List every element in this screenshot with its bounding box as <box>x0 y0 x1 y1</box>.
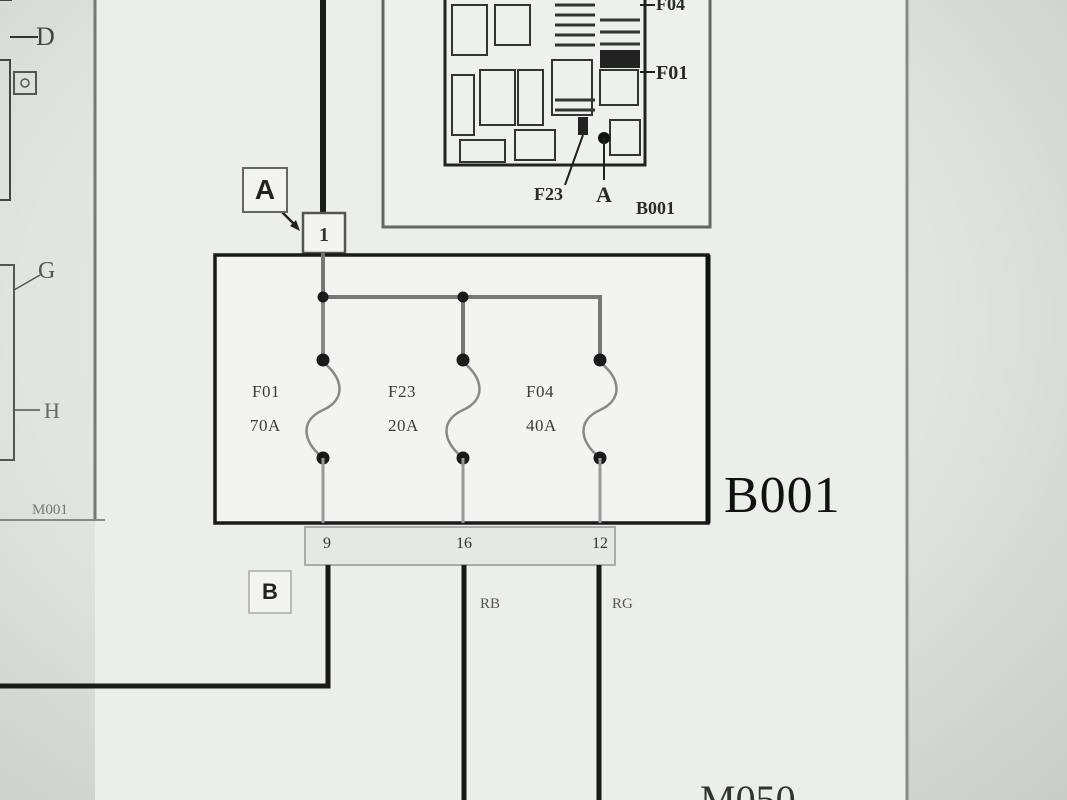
fuse-rating-f23: 20A <box>388 416 419 435</box>
fuse-rating-f01: 70A <box>250 416 281 435</box>
fuse-name-f23: F23 <box>388 382 416 401</box>
internal-bus <box>321 253 602 360</box>
fusebox-inset <box>381 0 712 229</box>
inset-callout-f04: F04 <box>656 0 685 14</box>
module-m001 <box>0 0 105 521</box>
pin-label-g: G <box>38 258 56 284</box>
fuse-symbols <box>305 361 618 459</box>
output-pin-16: 16 <box>456 535 472 552</box>
output-pin-9: 9 <box>323 535 331 552</box>
output-pin-strip <box>304 526 616 566</box>
fuse-name-f04: F04 <box>526 382 554 401</box>
wire-pin-9 <box>0 565 331 689</box>
component-id-label: B001 <box>724 467 841 524</box>
marker-b: B <box>248 570 292 614</box>
fuse-terminals <box>316 291 607 465</box>
inset-id-label: B001 <box>636 198 676 218</box>
inset-callout-a: A <box>596 182 612 207</box>
wire-color-rb: RB <box>480 596 501 612</box>
pin-label-h: H <box>44 398 60 423</box>
inset-callout-f01: F01 <box>656 62 689 84</box>
fuse-rating-f04: 40A <box>526 416 557 435</box>
connector-pin-1 <box>301 211 347 255</box>
input-pin-number: 1 <box>319 224 329 246</box>
wire-color-rg: RG <box>612 596 633 612</box>
module-id-label: M001 <box>32 502 68 518</box>
marker-a: A <box>242 167 288 213</box>
output-pin-12: 12 <box>592 535 608 552</box>
fuse-output-lines <box>321 458 602 523</box>
fuse-name-f01: F01 <box>252 382 280 401</box>
inset-callout-f23: F23 <box>534 184 563 204</box>
pin-label-d: D <box>36 22 55 51</box>
partial-label-bottom: M050 <box>700 777 796 800</box>
